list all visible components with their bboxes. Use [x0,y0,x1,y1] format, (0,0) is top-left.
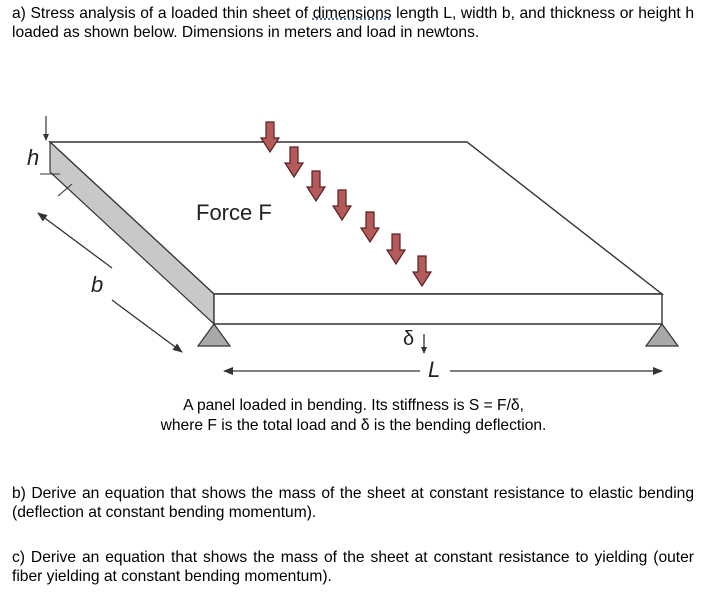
right-support [644,322,680,347]
panel-top-face [48,141,665,295]
h-label: h [27,145,40,170]
force-arrow-3 [305,170,327,203]
part-a-paragraph: a) Stress analysis of a loaded thin shee… [12,4,694,42]
panel-front-face [213,293,663,325]
caption-line-1: A panel loaded in bending. Its stiffness… [183,397,524,414]
delta-label: δ [403,328,415,350]
force-arrow-2 [283,146,305,179]
force-arrow-1 [259,121,281,154]
b-extension-line [57,183,73,197]
force-arrow-4 [331,189,353,222]
b-dimension-arrow-2 [111,299,183,353]
force-label: Force F [196,200,272,225]
part-a-text-start: a) Stress analysis of a loaded thin shee… [12,5,313,22]
caption-line-2: where F is the total load and δ is the b… [160,417,547,434]
part-a-underlined-word: dimensions [312,5,392,22]
force-arrow-7 [411,255,433,288]
b-label: b [91,272,104,297]
figure-caption: A panel loaded in bending. Its stiffness… [0,396,707,436]
part-b-paragraph: b) Derive an equation that shows the mas… [12,485,694,521]
force-arrows [259,121,433,288]
b-dimension-arrow [37,212,113,269]
L-label: L [428,357,441,382]
part-c-paragraph: c) Derive an equation that shows the mas… [12,549,694,585]
force-arrow-6 [385,233,407,266]
force-arrow-5 [359,211,381,244]
part-a-text-end: length L, width b, and thickness or heig… [12,5,694,41]
left-support [196,322,232,347]
